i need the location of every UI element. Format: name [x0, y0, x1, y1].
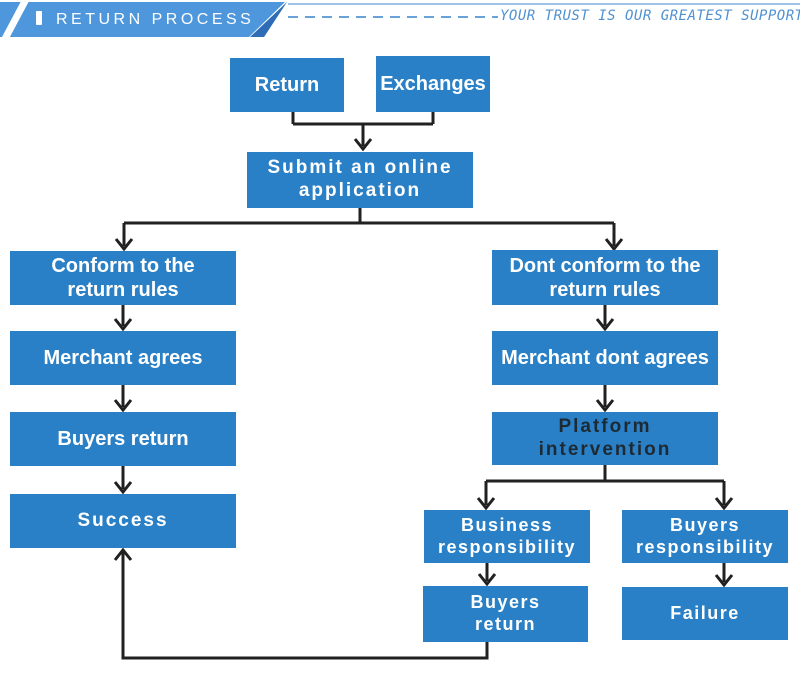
- header-dashed-line: [288, 16, 498, 18]
- arrowhead-failure: [714, 574, 734, 588]
- node-return-label: Return: [254, 74, 320, 96]
- node-success: Success: [10, 494, 236, 548]
- node-business-resp-label: Business responsibility: [437, 514, 577, 557]
- node-conform-label: Conform to the return rules: [51, 255, 195, 301]
- arrowhead-dont-conform: [604, 238, 624, 252]
- node-buyers-responsibility: Buyers responsibility: [622, 510, 788, 563]
- arrowhead-merchant-agrees: [113, 318, 133, 332]
- node-merchant-dont-agrees: Merchant dont agrees: [492, 331, 718, 385]
- title-bar-icon: [36, 11, 42, 25]
- connector-platform-split: [484, 465, 726, 505]
- arrowhead-success: [113, 481, 133, 495]
- arrowhead-platform: [595, 399, 615, 413]
- node-dont-conform-label: Dont conform to the return rules: [509, 254, 701, 301]
- arrowhead-submit: [353, 138, 373, 152]
- node-business-responsibility: Business responsibility: [424, 510, 590, 563]
- arrowhead-business-resp: [476, 497, 496, 511]
- header-banner: RETURN PROCESS: [0, 2, 285, 37]
- node-failure: Failure: [622, 587, 788, 640]
- header-top-line: [288, 3, 800, 5]
- node-return: Return: [230, 58, 344, 112]
- node-platform-label: Platform intervention: [538, 415, 672, 460]
- arrowhead-conform: [114, 238, 134, 252]
- node-submit-label: Submit an online application: [267, 157, 453, 201]
- node-buyers-resp-label: Buyers responsibility: [635, 514, 775, 557]
- node-buyers-return-2-label: Buyers return: [470, 592, 541, 634]
- connector-split-main: [122, 208, 616, 246]
- header-tagline: YOUR TRUST IS OUR GREATEST SUPPORT: [500, 8, 800, 24]
- arrowhead-buyers-return-2: [477, 573, 497, 587]
- node-success-label: Success: [77, 509, 169, 531]
- arrowhead-loop-success: [113, 547, 133, 561]
- page-title: RETURN PROCESS: [56, 11, 255, 28]
- node-buyers-return-2: Buyers return: [423, 586, 588, 642]
- node-failure-label: Failure: [670, 602, 740, 623]
- node-buyers-return-label: Buyers return: [57, 428, 189, 450]
- node-submit-application: Submit an online application: [247, 152, 473, 208]
- node-exchanges-label: Exchanges: [380, 73, 486, 95]
- node-dont-conform-rules: Dont conform to the return rules: [492, 250, 718, 305]
- node-merchant-agrees: Merchant agrees: [10, 331, 236, 385]
- connector-merge-top: [291, 112, 435, 146]
- node-exchanges: Exchanges: [376, 56, 490, 112]
- node-buyers-return: Buyers return: [10, 412, 236, 466]
- arrowhead-buyers-return-1: [113, 399, 133, 413]
- arrowhead-buyers-resp: [714, 497, 734, 511]
- node-platform-intervention: Platform intervention: [492, 412, 718, 465]
- node-merchant-dont-agrees-label: Merchant dont agrees: [501, 347, 709, 369]
- node-conform-rules: Conform to the return rules: [10, 251, 236, 305]
- node-merchant-agrees-label: Merchant agrees: [43, 347, 203, 369]
- arrowhead-merchant-dont: [595, 318, 615, 332]
